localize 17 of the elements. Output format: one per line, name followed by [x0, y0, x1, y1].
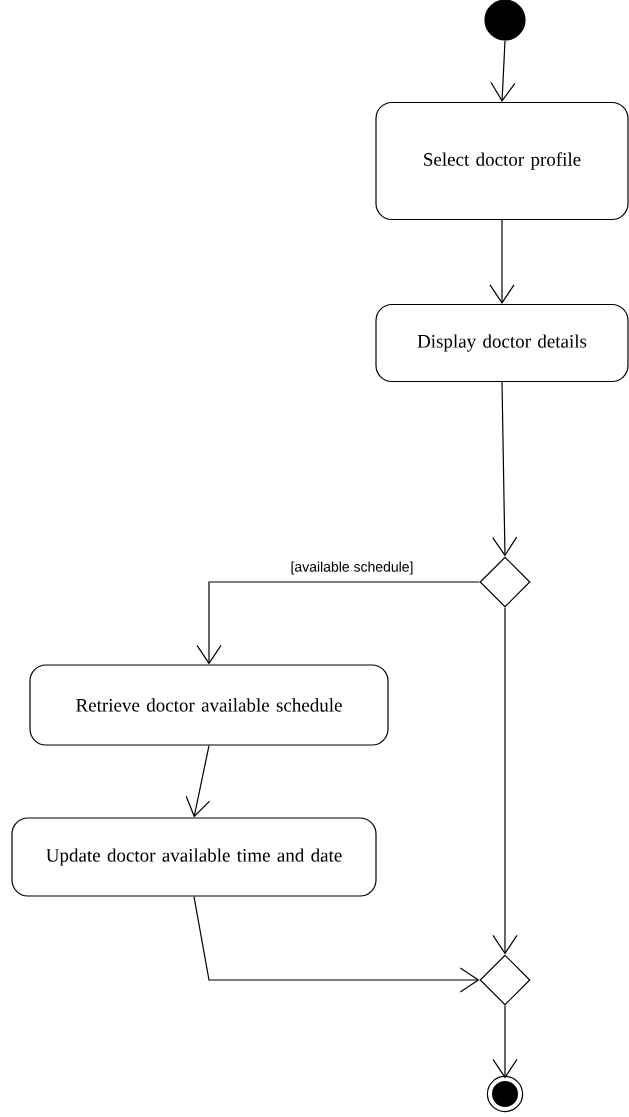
arrow [185, 745, 211, 818]
activity-box: Retrieve doctor available schedule [29, 664, 389, 746]
activity-box: Update doctor available time and date [11, 817, 377, 897]
end-node [486, 1075, 524, 1113]
edge-label: [available schedule] [289, 560, 415, 576]
arrow [492, 1005, 518, 1079]
decision-diamond [479, 556, 531, 608]
start-node [484, 0, 526, 41]
arrow [490, 40, 516, 102]
arrow [196, 581, 480, 665]
arrow [492, 381, 518, 557]
arrow [193, 896, 480, 993]
activity-box: Select doctor profile [375, 101, 629, 221]
arrow [492, 607, 518, 955]
arrow [489, 219, 515, 304]
activity-box: Display doctor details [375, 303, 629, 383]
decision-diamond [479, 954, 531, 1006]
